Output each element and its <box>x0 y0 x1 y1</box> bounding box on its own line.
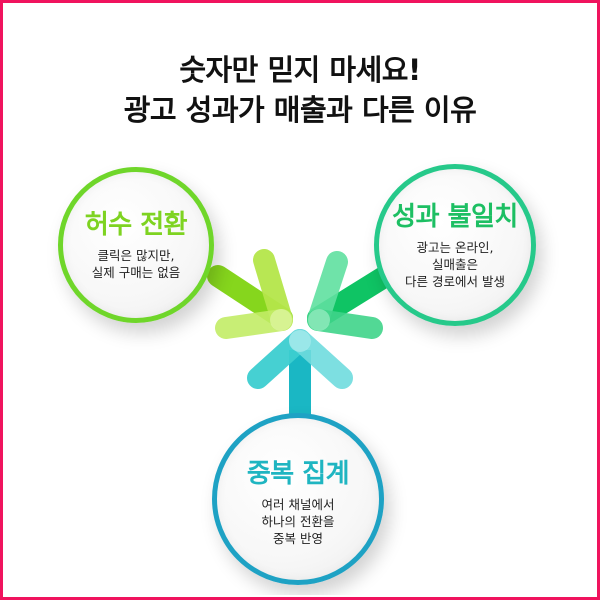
arrow-up-icon <box>247 329 353 418</box>
card-desc-line: 하나의 전환을 <box>261 513 335 529</box>
card-title: 허수 전환 <box>84 210 188 240</box>
card-false-conversion: 허수 전환 클릭은 많지만, 실제 구매는 없음 <box>58 167 214 323</box>
card-title: 중복 집계 <box>246 458 350 489</box>
card-desc-line: 중복 반영 <box>273 530 323 546</box>
card-duplicate-counting: 중복 집계 여러 채널에서 하나의 전환을 중복 반영 <box>212 413 384 585</box>
arrow-left-icon <box>207 249 293 339</box>
card-title: 성과 불일치 <box>392 201 518 232</box>
headline-line-1: 숫자만 믿지 마세요! <box>179 53 421 87</box>
arrow-right-icon <box>307 251 395 339</box>
card-desc-line: 실매출은 <box>431 256 478 272</box>
card-desc-line: 다른 경로에서 발생 <box>405 273 505 289</box>
card-desc-line: 여러 채널에서 <box>261 496 335 512</box>
card-performance-mismatch: 성과 불일치 광고는 온라인, 실매출은 다른 경로에서 발생 <box>374 164 536 326</box>
headline-line-2: 광고 성과가 매출과 다른 이유 <box>123 93 477 127</box>
card-desc-line: 광고는 온라인, <box>416 239 494 255</box>
card-desc-line: 클릭은 많지만, <box>97 248 175 263</box>
card-desc-line: 실제 구매는 없음 <box>91 265 181 280</box>
headline: 숫자만 믿지 마세요! 광고 성과가 매출과 다른 이유 <box>0 50 600 130</box>
